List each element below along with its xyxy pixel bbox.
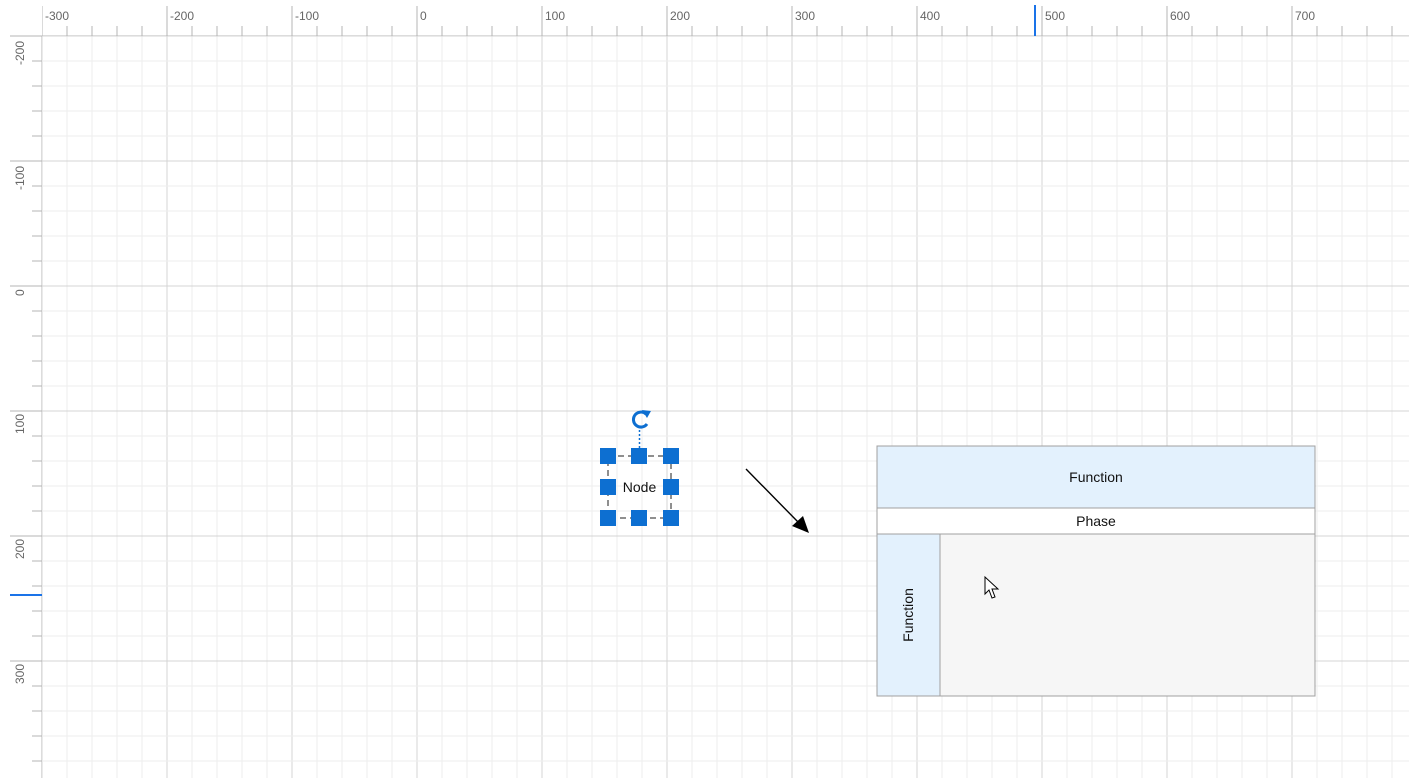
ruler-tick-label: 100 — [13, 413, 27, 434]
cursor-icon — [984, 575, 1000, 599]
rotate-icon-arrow — [642, 410, 651, 418]
resize-handle-se[interactable] — [663, 510, 679, 526]
resize-handle-sw[interactable] — [600, 510, 616, 526]
swimlane-lane-body[interactable] — [939, 533, 1316, 697]
swimlane-header[interactable] — [876, 445, 1316, 509]
connector-arrowhead — [792, 516, 809, 533]
ruler-tick-label: 100 — [545, 9, 566, 23]
ruler-tick-label: -100 — [295, 9, 320, 23]
resize-handle-e[interactable] — [663, 479, 679, 495]
rotate-icon[interactable] — [631, 410, 649, 429]
swimlane-lane-header[interactable] — [876, 533, 941, 697]
vertical-position-indicator — [10, 594, 42, 596]
ruler-tick-label: -100 — [13, 165, 27, 190]
ruler-tick-label: 700 — [1295, 9, 1316, 23]
ruler-tick-label: 400 — [920, 9, 941, 23]
node[interactable]: Node — [600, 410, 679, 526]
ruler-tick-label: 0 — [420, 9, 427, 23]
ruler-tick-label: 300 — [795, 9, 816, 23]
resize-handle-w[interactable] — [600, 479, 616, 495]
resize-handle-n[interactable] — [631, 448, 647, 464]
ruler-tick-label: -200 — [170, 9, 195, 23]
ruler-tick-label: 0 — [13, 288, 27, 296]
horizontal-ruler: -300 -200 -100 0 100 200 300 400 500 600 700 — [0, 0, 1409, 36]
swimlane-phase[interactable] — [876, 507, 1316, 535]
connector[interactable] — [745, 468, 800, 524]
resize-handle-nw[interactable] — [600, 448, 616, 464]
swimlane-header-label: Function — [1069, 469, 1123, 485]
ruler-tick-label: 500 — [1045, 9, 1066, 23]
ruler-tick-label: -300 — [45, 9, 70, 23]
vertical-ruler: -200 -100 0 100 200 300 — [0, 0, 42, 778]
node-label: Node — [623, 479, 657, 495]
ruler-tick-label: 300 — [13, 663, 27, 684]
ruler-tick-label: -200 — [13, 40, 27, 65]
ruler-tick-label: 600 — [1170, 9, 1191, 23]
resize-handle-ne[interactable] — [663, 448, 679, 464]
resize-handle-s[interactable] — [631, 510, 647, 526]
ruler-tick-label: 200 — [670, 9, 691, 23]
horizontal-position-indicator — [1034, 5, 1036, 36]
swimlane-phase-label: Phase — [1076, 513, 1116, 529]
swimlane-lane-label: Function — [900, 588, 916, 642]
ruler-tick-label: 200 — [13, 538, 27, 559]
swimlane[interactable]: Function Phase Function — [876, 445, 1316, 697]
